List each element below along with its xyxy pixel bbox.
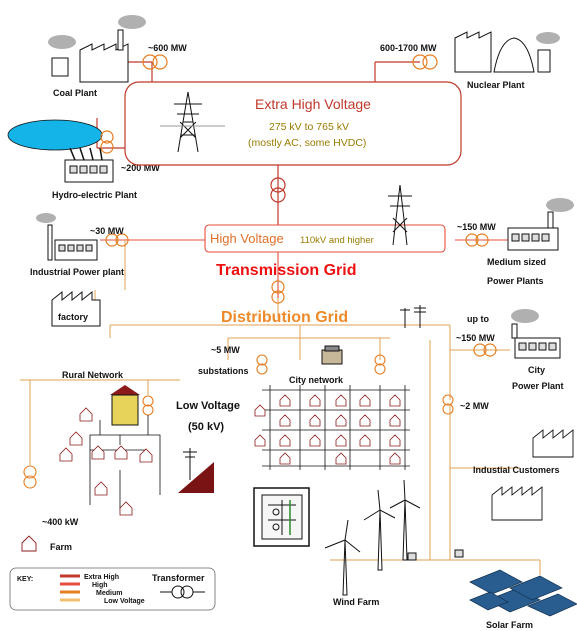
city-plant [511, 309, 561, 359]
medium-plant-label-1: Medium sized [487, 257, 546, 267]
city-network-label: City network [289, 375, 344, 385]
distribution-lines [20, 240, 541, 575]
key-extra-high: Extra High [84, 574, 119, 581]
city-plant-label-1: City [528, 365, 545, 375]
key-high: High [92, 582, 108, 589]
hv-note: 110kV and higher [300, 235, 374, 246]
medium-mw-label: ~150 MW [457, 222, 496, 232]
key-title: KEY: [17, 576, 33, 583]
substation-mw-label: ~5 MW [211, 345, 240, 355]
ehv-note: (mostly AC, some HVDC) [248, 137, 366, 149]
nuclear-plant-label: Nuclear Plant [467, 80, 525, 90]
ehv-tower-icon [160, 91, 225, 153]
substations-label: substations [198, 366, 249, 376]
solar-panels [469, 569, 577, 617]
ehv-hv-transformer [270, 177, 286, 203]
farm-transformer [23, 465, 37, 489]
industrial-transformer [105, 233, 129, 247]
hv-title: High Voltage [210, 231, 284, 246]
farm-house [21, 535, 37, 552]
medium-plant [507, 198, 574, 251]
low-voltage-pole-icon [178, 448, 214, 493]
key-medium: Medium [96, 590, 122, 597]
wind-turbines [324, 479, 464, 596]
hv-tower-icon [388, 184, 412, 246]
coal-transformer [142, 54, 168, 70]
industrial-plant [36, 213, 98, 261]
coal-mw-label: ~600 MW [148, 43, 187, 53]
nuclear-plant [454, 31, 560, 73]
solar-farm-label: Solar Farm [486, 620, 533, 630]
coal-plant-label: Coal Plant [53, 88, 97, 98]
hydro-plant-label: Hydro-electric Plant [52, 190, 137, 200]
transmission-grid-title: Transmission Grid [216, 262, 356, 279]
rural-houses [59, 407, 153, 516]
industrial-plant-label: Industrial Power plant [30, 267, 124, 277]
distribution-pole-icon [400, 305, 426, 328]
city-houses [254, 394, 401, 465]
farm-kw-label: ~400 kW [42, 517, 79, 527]
key-transformer-label: Transformer [152, 573, 205, 583]
city-building [321, 345, 343, 365]
city-plant-label-2: Power Plant [512, 381, 564, 391]
city-upto-label: up to [467, 314, 489, 324]
ehv-range: 275 kV to 765 kV [269, 121, 349, 133]
key-low: Low Voltage [104, 598, 145, 605]
key-transformer-icon [160, 585, 205, 599]
nuclear-transformer [412, 54, 438, 70]
city-mw-label: ~150 MW [456, 333, 495, 343]
customers-transformer [442, 394, 454, 415]
city-grid [262, 385, 410, 470]
customers-mw-label: ~2 MW [460, 401, 489, 411]
hv-distribution-transformer [271, 280, 285, 304]
low-voltage-kv-label: (50 kV) [188, 421, 224, 433]
nuclear-mw-label: 600-1700 MW [380, 43, 437, 53]
ehv-title: Extra High Voltage [255, 96, 371, 112]
medium-plant-label-2: Power Plants [487, 276, 544, 286]
hydro-plant [7, 119, 114, 183]
rural-barn [110, 385, 140, 426]
industrial-customers-label: Industial Customers [473, 465, 560, 475]
distribution-grid-title: Distribution Grid [221, 309, 348, 326]
hv-box [204, 224, 446, 253]
substation-transformers [256, 354, 386, 375]
rural-grid [89, 415, 161, 510]
industrial-customer-buildings [491, 429, 574, 521]
rural-network-label: Rural Network [62, 370, 124, 380]
farm-label: Farm [50, 542, 72, 552]
substation-cabinet [253, 487, 310, 547]
wind-farm-label: Wind Farm [333, 597, 379, 607]
coal-plant [48, 15, 146, 83]
medium-transformer [465, 233, 489, 247]
ehv-box [124, 81, 462, 166]
factory [51, 290, 101, 327]
factory-label: factory [58, 312, 88, 322]
hydro-transformer [100, 130, 114, 154]
industrial-mw-label: ~30 MW [90, 226, 124, 236]
hydro-mw-label: ~200 MW [121, 163, 160, 173]
city-transformer [473, 343, 497, 357]
low-voltage-label: Low Voltage [176, 400, 240, 412]
rural-transformer [142, 395, 154, 416]
